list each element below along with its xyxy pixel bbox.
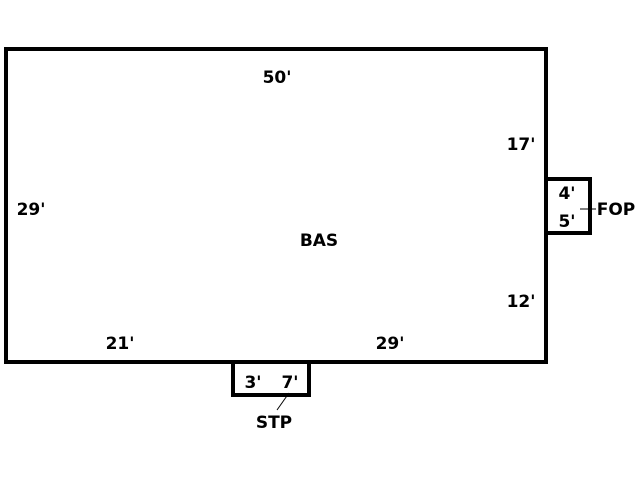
stp-leader-line: [276, 392, 290, 411]
fop-width-dimension: 4': [558, 184, 575, 204]
bas-top-dimension: 50': [263, 68, 292, 88]
stp-depth-dimension: 3': [244, 373, 261, 393]
stp-width-dimension: 7': [281, 373, 298, 393]
bas-outline: [4, 47, 548, 364]
stp-label: STP: [256, 413, 292, 433]
fop-depth-dimension: 5': [558, 212, 575, 232]
fop-outline: [544, 177, 592, 235]
bas-bottom-right-dimension: 29': [376, 334, 405, 354]
stp-outline: [231, 360, 311, 397]
bas-label: BAS: [300, 231, 338, 251]
fop-label: FOP: [597, 200, 636, 220]
bas-bottom-left-dimension: 21': [106, 334, 135, 354]
bas-right-upper-dimension: 17': [507, 135, 536, 155]
bas-left-dimension: 29': [17, 200, 46, 220]
bas-right-lower-dimension: 12': [507, 292, 536, 312]
